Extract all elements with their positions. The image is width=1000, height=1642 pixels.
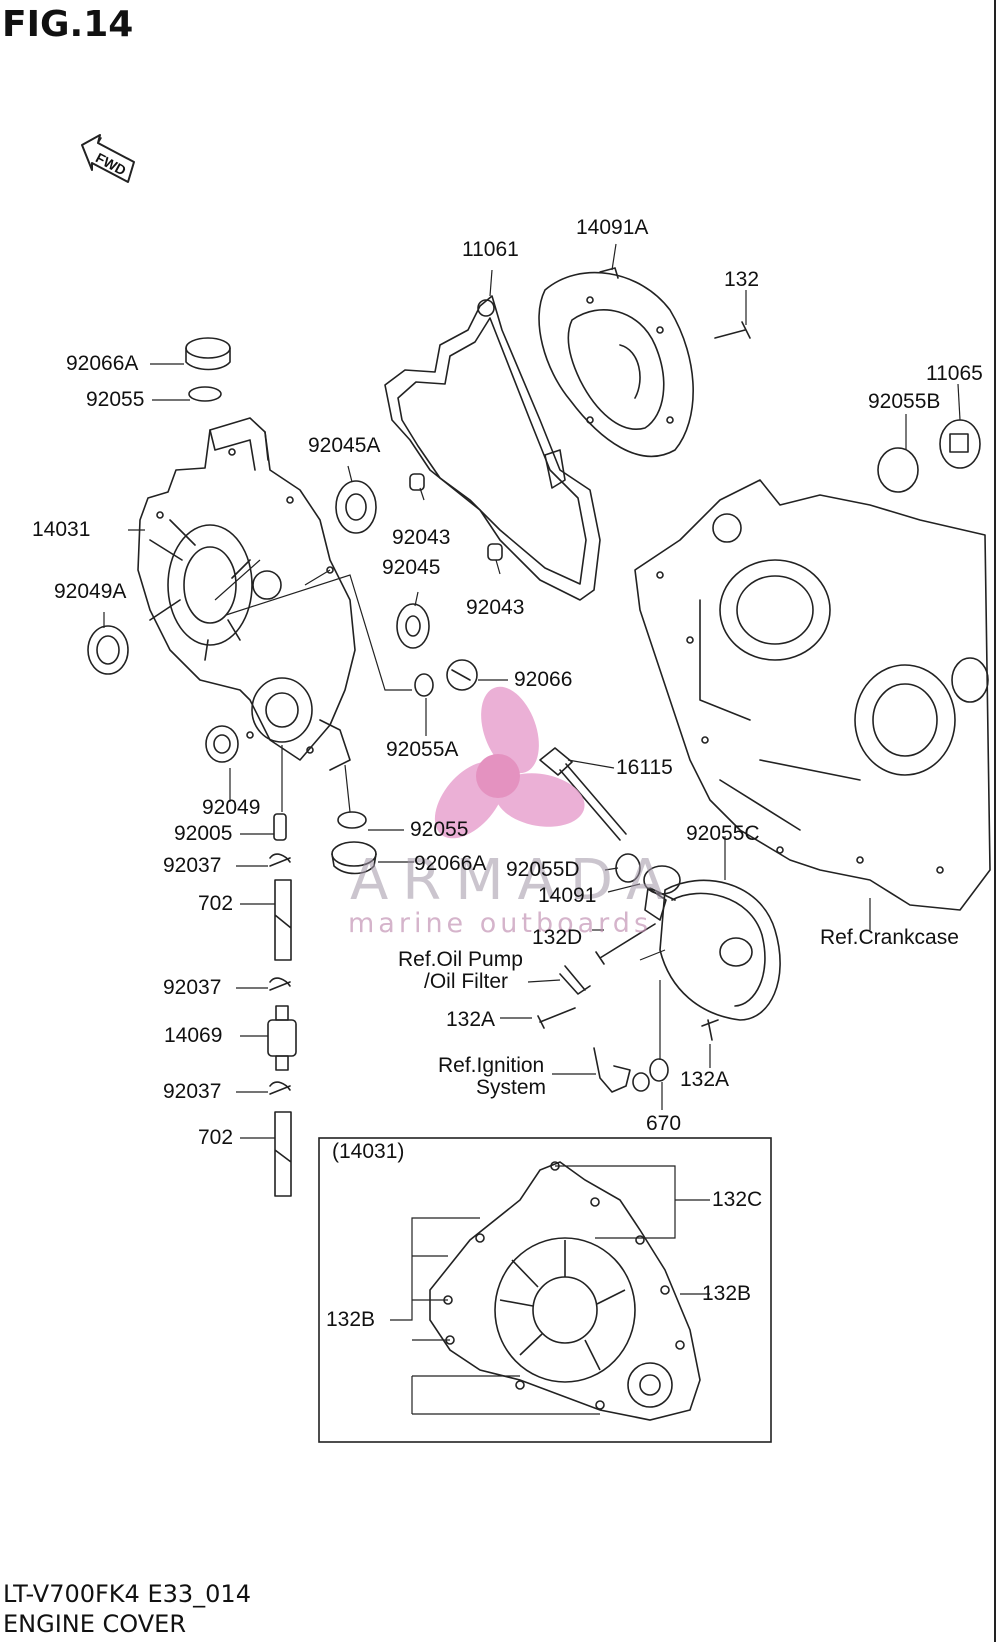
oil-seal-92049A bbox=[87, 625, 129, 675]
clamp-92037-b bbox=[269, 977, 291, 991]
o-ring-92055-top bbox=[188, 386, 222, 402]
part-label-92066A-top: 92066A bbox=[66, 352, 139, 375]
part-label-92055C: 92055C bbox=[686, 822, 760, 845]
hose-702-b bbox=[274, 1111, 292, 1197]
part-label-132D: 132D bbox=[532, 926, 583, 949]
part-label-92066A-mid: 92066A bbox=[414, 852, 487, 875]
watermark-propeller-logo bbox=[434, 686, 585, 839]
part-label-92066: 92066 bbox=[514, 668, 573, 691]
bearing-92045A bbox=[335, 480, 377, 534]
part-label-670: 670 bbox=[646, 1112, 682, 1135]
part-label-14091A: 14091A bbox=[576, 216, 649, 239]
diagram-name: ENGINE COVER bbox=[3, 1610, 187, 1638]
part-label-92043-a: 92043 bbox=[392, 526, 451, 549]
oil-seal-92049 bbox=[205, 725, 239, 763]
part-label-92049: 92049 bbox=[202, 796, 261, 819]
ref-label-ignition-system: System bbox=[476, 1076, 547, 1099]
o-ring-92055-mid bbox=[337, 811, 367, 829]
cover-plate-part bbox=[538, 267, 694, 458]
part-label-92055D: 92055D bbox=[506, 858, 580, 881]
plug-92066A-top bbox=[185, 337, 231, 371]
ignition-reference-part bbox=[593, 1047, 650, 1093]
inset-title: (14031) bbox=[332, 1140, 405, 1163]
model-code: LT-V700FK4 E33_014 bbox=[3, 1580, 251, 1608]
part-label-92045A: 92045A bbox=[308, 434, 381, 457]
ref-label-oil-filter: /Oil Filter bbox=[424, 970, 508, 993]
part-label-92049A: 92049A bbox=[54, 580, 127, 603]
bolt-132A-b bbox=[701, 1019, 719, 1041]
oil-pump-reference-fitting bbox=[559, 965, 591, 995]
bearing-92045 bbox=[396, 603, 430, 649]
part-label-14091: 14091 bbox=[538, 884, 597, 907]
ref-label-ignition: Ref.Ignition bbox=[438, 1054, 545, 1077]
part-label-11065: 11065 bbox=[926, 362, 983, 385]
part-label-14031: 14031 bbox=[32, 518, 91, 541]
pin-92005 bbox=[273, 813, 287, 841]
leader-lines bbox=[103, 243, 961, 1139]
watermark-brand: ARMADA bbox=[350, 848, 679, 913]
o-ring-92055B bbox=[877, 447, 919, 493]
part-label-92037-c: 92037 bbox=[163, 1080, 222, 1103]
part-label-132A-b: 132A bbox=[680, 1068, 730, 1091]
part-label-92055-mid: 92055 bbox=[410, 818, 469, 841]
watermark-tagline: marine outboards bbox=[348, 908, 653, 939]
part-label-92037-a: 92037 bbox=[163, 854, 222, 877]
small-cover-part bbox=[644, 879, 781, 1021]
inset-label-132B-right: 132B bbox=[702, 1282, 752, 1305]
inset-leader-lines bbox=[390, 1165, 710, 1415]
inset-label-132C: 132C bbox=[712, 1188, 763, 1211]
bolt-132D bbox=[595, 923, 656, 965]
inset-label-132B-left: 132B bbox=[326, 1308, 376, 1331]
clamp-92037-c bbox=[269, 1081, 291, 1095]
dowel-92043-a bbox=[409, 473, 425, 491]
plug-92066 bbox=[446, 659, 478, 691]
part-label-132: 132 bbox=[724, 268, 760, 291]
part-label-92043-b: 92043 bbox=[466, 596, 525, 619]
sensor-16115 bbox=[539, 747, 627, 841]
part-label-92055B: 92055B bbox=[868, 390, 941, 413]
hose-702-a bbox=[274, 879, 292, 961]
part-label-92055A: 92055A bbox=[386, 738, 459, 761]
ref-label-oil-pump: Ref.Oil Pump bbox=[398, 948, 523, 971]
inset-engine-cover-drawing bbox=[429, 1161, 701, 1421]
dowel-92043-b bbox=[487, 543, 503, 561]
engine-cover-left-part bbox=[137, 417, 356, 771]
part-label-702-a: 702 bbox=[198, 892, 234, 915]
part-label-16115: 16115 bbox=[616, 756, 673, 779]
crankcase-reference-part bbox=[634, 479, 991, 911]
seal-14091 bbox=[643, 865, 681, 901]
part-label-11061: 11061 bbox=[462, 238, 519, 261]
o-ring-670 bbox=[649, 1058, 669, 1082]
bolt-132A-a bbox=[537, 1007, 576, 1029]
bolt-132 bbox=[714, 321, 751, 339]
part-label-14069: 14069 bbox=[164, 1024, 223, 1047]
part-label-132A-a: 132A bbox=[446, 1008, 496, 1031]
inset-frame bbox=[318, 1137, 772, 1443]
part-label-702-b: 702 bbox=[198, 1126, 234, 1149]
figure-title: FIG.14 bbox=[2, 4, 134, 45]
plug-92066A-mid bbox=[331, 841, 377, 875]
fwd-arrow-icon bbox=[81, 134, 135, 183]
part-label-92037-b: 92037 bbox=[163, 976, 222, 999]
clamp-92037-a bbox=[269, 853, 291, 867]
part-label-92055-top: 92055 bbox=[86, 388, 145, 411]
seal-11065 bbox=[939, 419, 981, 469]
gasket-part bbox=[384, 295, 601, 601]
filter-14069 bbox=[267, 1005, 297, 1071]
part-label-92005: 92005 bbox=[174, 822, 233, 845]
ref-label-crankcase: Ref.Crankcase bbox=[820, 926, 959, 949]
page-border-line bbox=[994, 0, 996, 1642]
o-ring-92055A bbox=[414, 673, 434, 697]
part-label-92045: 92045 bbox=[382, 556, 441, 579]
